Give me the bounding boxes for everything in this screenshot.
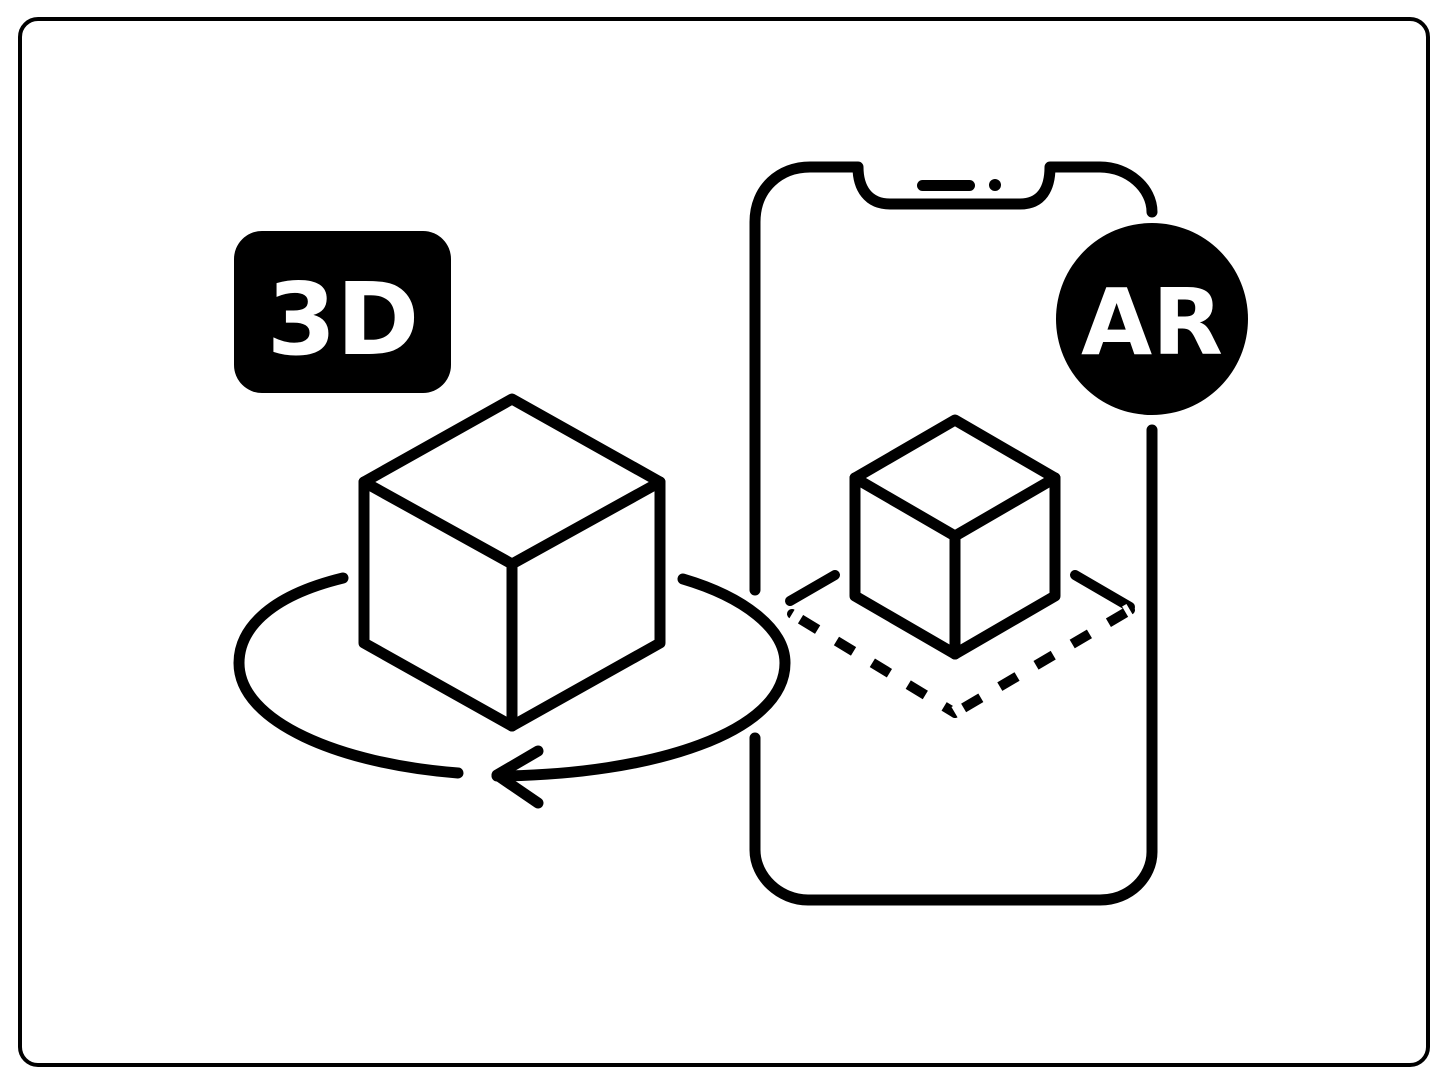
rotate-arrow-icon — [233, 572, 791, 809]
cube-left-icon — [358, 393, 666, 732]
badge-3d-background — [234, 231, 451, 393]
placement-dash-right-upper — [1070, 570, 1135, 612]
placement-dash-left-upper — [785, 570, 840, 606]
cube-right-icon — [849, 414, 1061, 660]
badge-3d: 3D — [234, 231, 451, 393]
badge-ar-label: AR — [1081, 269, 1223, 376]
rotation-arc-left — [233, 572, 464, 779]
phone-right-side — [749, 424, 1158, 906]
placement-gap-right-lower — [951, 603, 1134, 720]
rotation-arrowhead — [491, 745, 544, 809]
placement-dash-pattern — [788, 603, 1134, 720]
phone-body — [749, 161, 1158, 596]
badge-3d-label: 3D — [267, 261, 420, 378]
badge-ar: AR — [1056, 223, 1248, 415]
smartphone-icon — [749, 161, 1158, 906]
outer-frame — [18, 17, 1430, 1067]
badge-ar-background — [1056, 223, 1248, 415]
placement-gap-left-lower — [788, 608, 959, 719]
phone-camera — [989, 179, 1001, 191]
rotation-arc-right — [491, 573, 791, 782]
phone-speaker — [917, 180, 975, 191]
